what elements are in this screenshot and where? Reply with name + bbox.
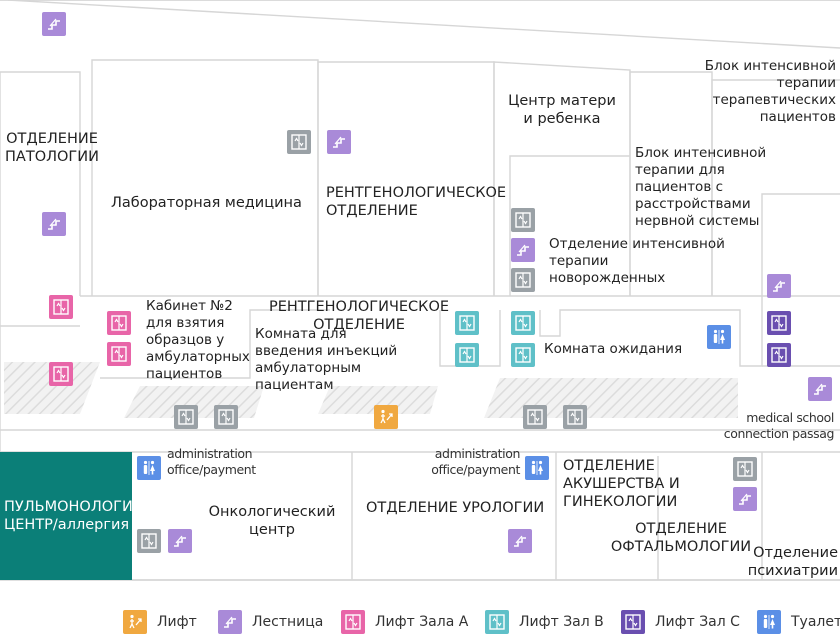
elevator-icon[interactable]	[511, 208, 535, 232]
corridor-hatch	[318, 386, 438, 414]
room-icu-neuro[interactable]: Блок интенсивной терапии для пациентов с…	[635, 145, 767, 229]
stairs-icon[interactable]	[42, 212, 66, 236]
elevator-icon[interactable]	[137, 529, 161, 553]
room-psychiatry[interactable]: Отделение психиатрии	[747, 545, 838, 580]
elevator-hall-a-icon[interactable]	[49, 295, 73, 319]
legend-item-elevator-b: Лифт Зал B	[485, 608, 604, 636]
legend-item-stairs: Лестница	[218, 608, 323, 636]
legend-item-elevator-c: Лифт Зал C	[621, 608, 740, 636]
legend-label: Туалет	[791, 614, 840, 630]
toilet-icon	[757, 610, 781, 634]
legend-label: Лифт	[157, 614, 197, 630]
toilet-icon[interactable]	[707, 325, 731, 349]
room-nicu[interactable]: Отделение интенсивной терапии новорожден…	[549, 236, 725, 286]
elevator-hall-b-icon[interactable]	[455, 343, 479, 367]
corridor-hatch	[484, 378, 738, 418]
elevator-icon	[123, 610, 147, 634]
room-cabinet2[interactable]: Кабинет №2 для взятия образцов у амбулат…	[146, 298, 250, 382]
elevator-hall-b-icon[interactable]	[455, 311, 479, 335]
elevator-hall-a-icon[interactable]	[107, 342, 131, 366]
room-med-school[interactable]: medical school connection passag	[723, 410, 835, 441]
elevator-hall-c-icon[interactable]	[767, 343, 791, 367]
stairs-icon[interactable]	[511, 238, 535, 262]
elevator-icon[interactable]	[174, 405, 198, 429]
elevator-hall-b-icon[interactable]	[511, 311, 535, 335]
legend-item-elevator: Лифт	[123, 608, 197, 636]
elevator-hall-a-icon	[341, 610, 365, 634]
stairs-icon[interactable]	[508, 529, 532, 553]
room-radiology-top[interactable]: РЕНТГЕНОЛОГИЧЕСКОЕ ОТДЕЛЕНИЕ	[326, 185, 507, 220]
elevator-hall-b-icon	[485, 610, 509, 634]
pulmo-line2: ЦЕНТР/аллергия	[4, 517, 130, 534]
room-icu-therapy[interactable]: Блок интенсивной терапии терапевтических…	[704, 58, 836, 125]
elevator-icon[interactable]	[733, 457, 757, 481]
elevator-hall-a-icon[interactable]	[107, 311, 131, 335]
stairs-icon	[218, 610, 242, 634]
toilet-icon[interactable]	[137, 456, 161, 480]
toilet-icon[interactable]	[525, 456, 549, 480]
legend-item-elevator-a: Лифт Зала A	[341, 608, 468, 636]
room-injection[interactable]: Комната для введения инъекций амбулаторн…	[255, 326, 398, 393]
stairs-icon[interactable]	[808, 377, 832, 401]
legend-label: Лестница	[252, 614, 324, 630]
room-radiology-mid[interactable]: РЕНТГЕНОЛОГИЧЕСКОЕ ОТДЕЛЕНИЕ	[268, 299, 450, 334]
elevator-icon[interactable]	[563, 405, 587, 429]
elevator-hall-c-icon	[621, 610, 645, 634]
elevator-icon[interactable]	[287, 130, 311, 154]
room-urology[interactable]: ОТДЕЛЕНИЕ УРОЛОГИИ	[366, 500, 545, 516]
legend-label: Лифт Зал B	[519, 614, 604, 630]
elevator-icon[interactable]	[214, 405, 238, 429]
room-oncology[interactable]: Онкологический центр	[208, 504, 336, 539]
stairs-icon[interactable]	[733, 487, 757, 511]
elevator-icon[interactable]	[374, 405, 398, 429]
elevator-icon[interactable]	[511, 268, 535, 292]
room-admin-right[interactable]: administration office/payment	[431, 446, 520, 477]
stairs-icon[interactable]	[327, 130, 351, 154]
stairs-icon[interactable]	[42, 12, 66, 36]
room-obgyn[interactable]: ОТДЕЛЕНИЕ АКУШЕРСТВА И ГИНЕКОЛОГИИ	[563, 458, 680, 511]
elevator-hall-a-icon[interactable]	[49, 362, 73, 386]
room-admin-left[interactable]: administration office/payment	[167, 446, 256, 477]
corridor-hatch	[4, 362, 100, 414]
stairs-icon[interactable]	[168, 529, 192, 553]
legend-label: Лифт Зала A	[375, 614, 469, 630]
room-lab[interactable]: Лабораторная медицина	[111, 195, 302, 211]
elevator-icon[interactable]	[523, 405, 547, 429]
room-pulmo: ПУЛЬМОНОЛОГИЧЕСКИЙ ЦЕНТР/аллергия	[4, 498, 194, 534]
pulmonology-zone[interactable]: ПУЛЬМОНОЛОГИЧЕСКИЙ ЦЕНТР/аллергия	[0, 452, 194, 580]
elevator-hall-b-icon[interactable]	[511, 343, 535, 367]
room-pathology[interactable]: ОТДЕЛЕНИЕ ПАТОЛОГИИ	[5, 131, 99, 166]
room-waiting[interactable]: Комната ожидания	[544, 341, 683, 357]
elevator-hall-c-icon[interactable]	[767, 311, 791, 335]
legend-label: Лифт Зал C	[655, 614, 740, 630]
legend-item-toilet: Туалет	[757, 608, 840, 636]
room-ophthalmology[interactable]: ОТДЕЛЕНИЕ ОФТАЛЬМОЛОГИИ	[610, 521, 752, 556]
pulmo-line1: ПУЛЬМОНОЛОГИЧЕСКИЙ	[4, 499, 195, 515]
room-mother-child[interactable]: Центр матери и ребенка	[508, 93, 616, 128]
stairs-icon[interactable]	[767, 274, 791, 298]
